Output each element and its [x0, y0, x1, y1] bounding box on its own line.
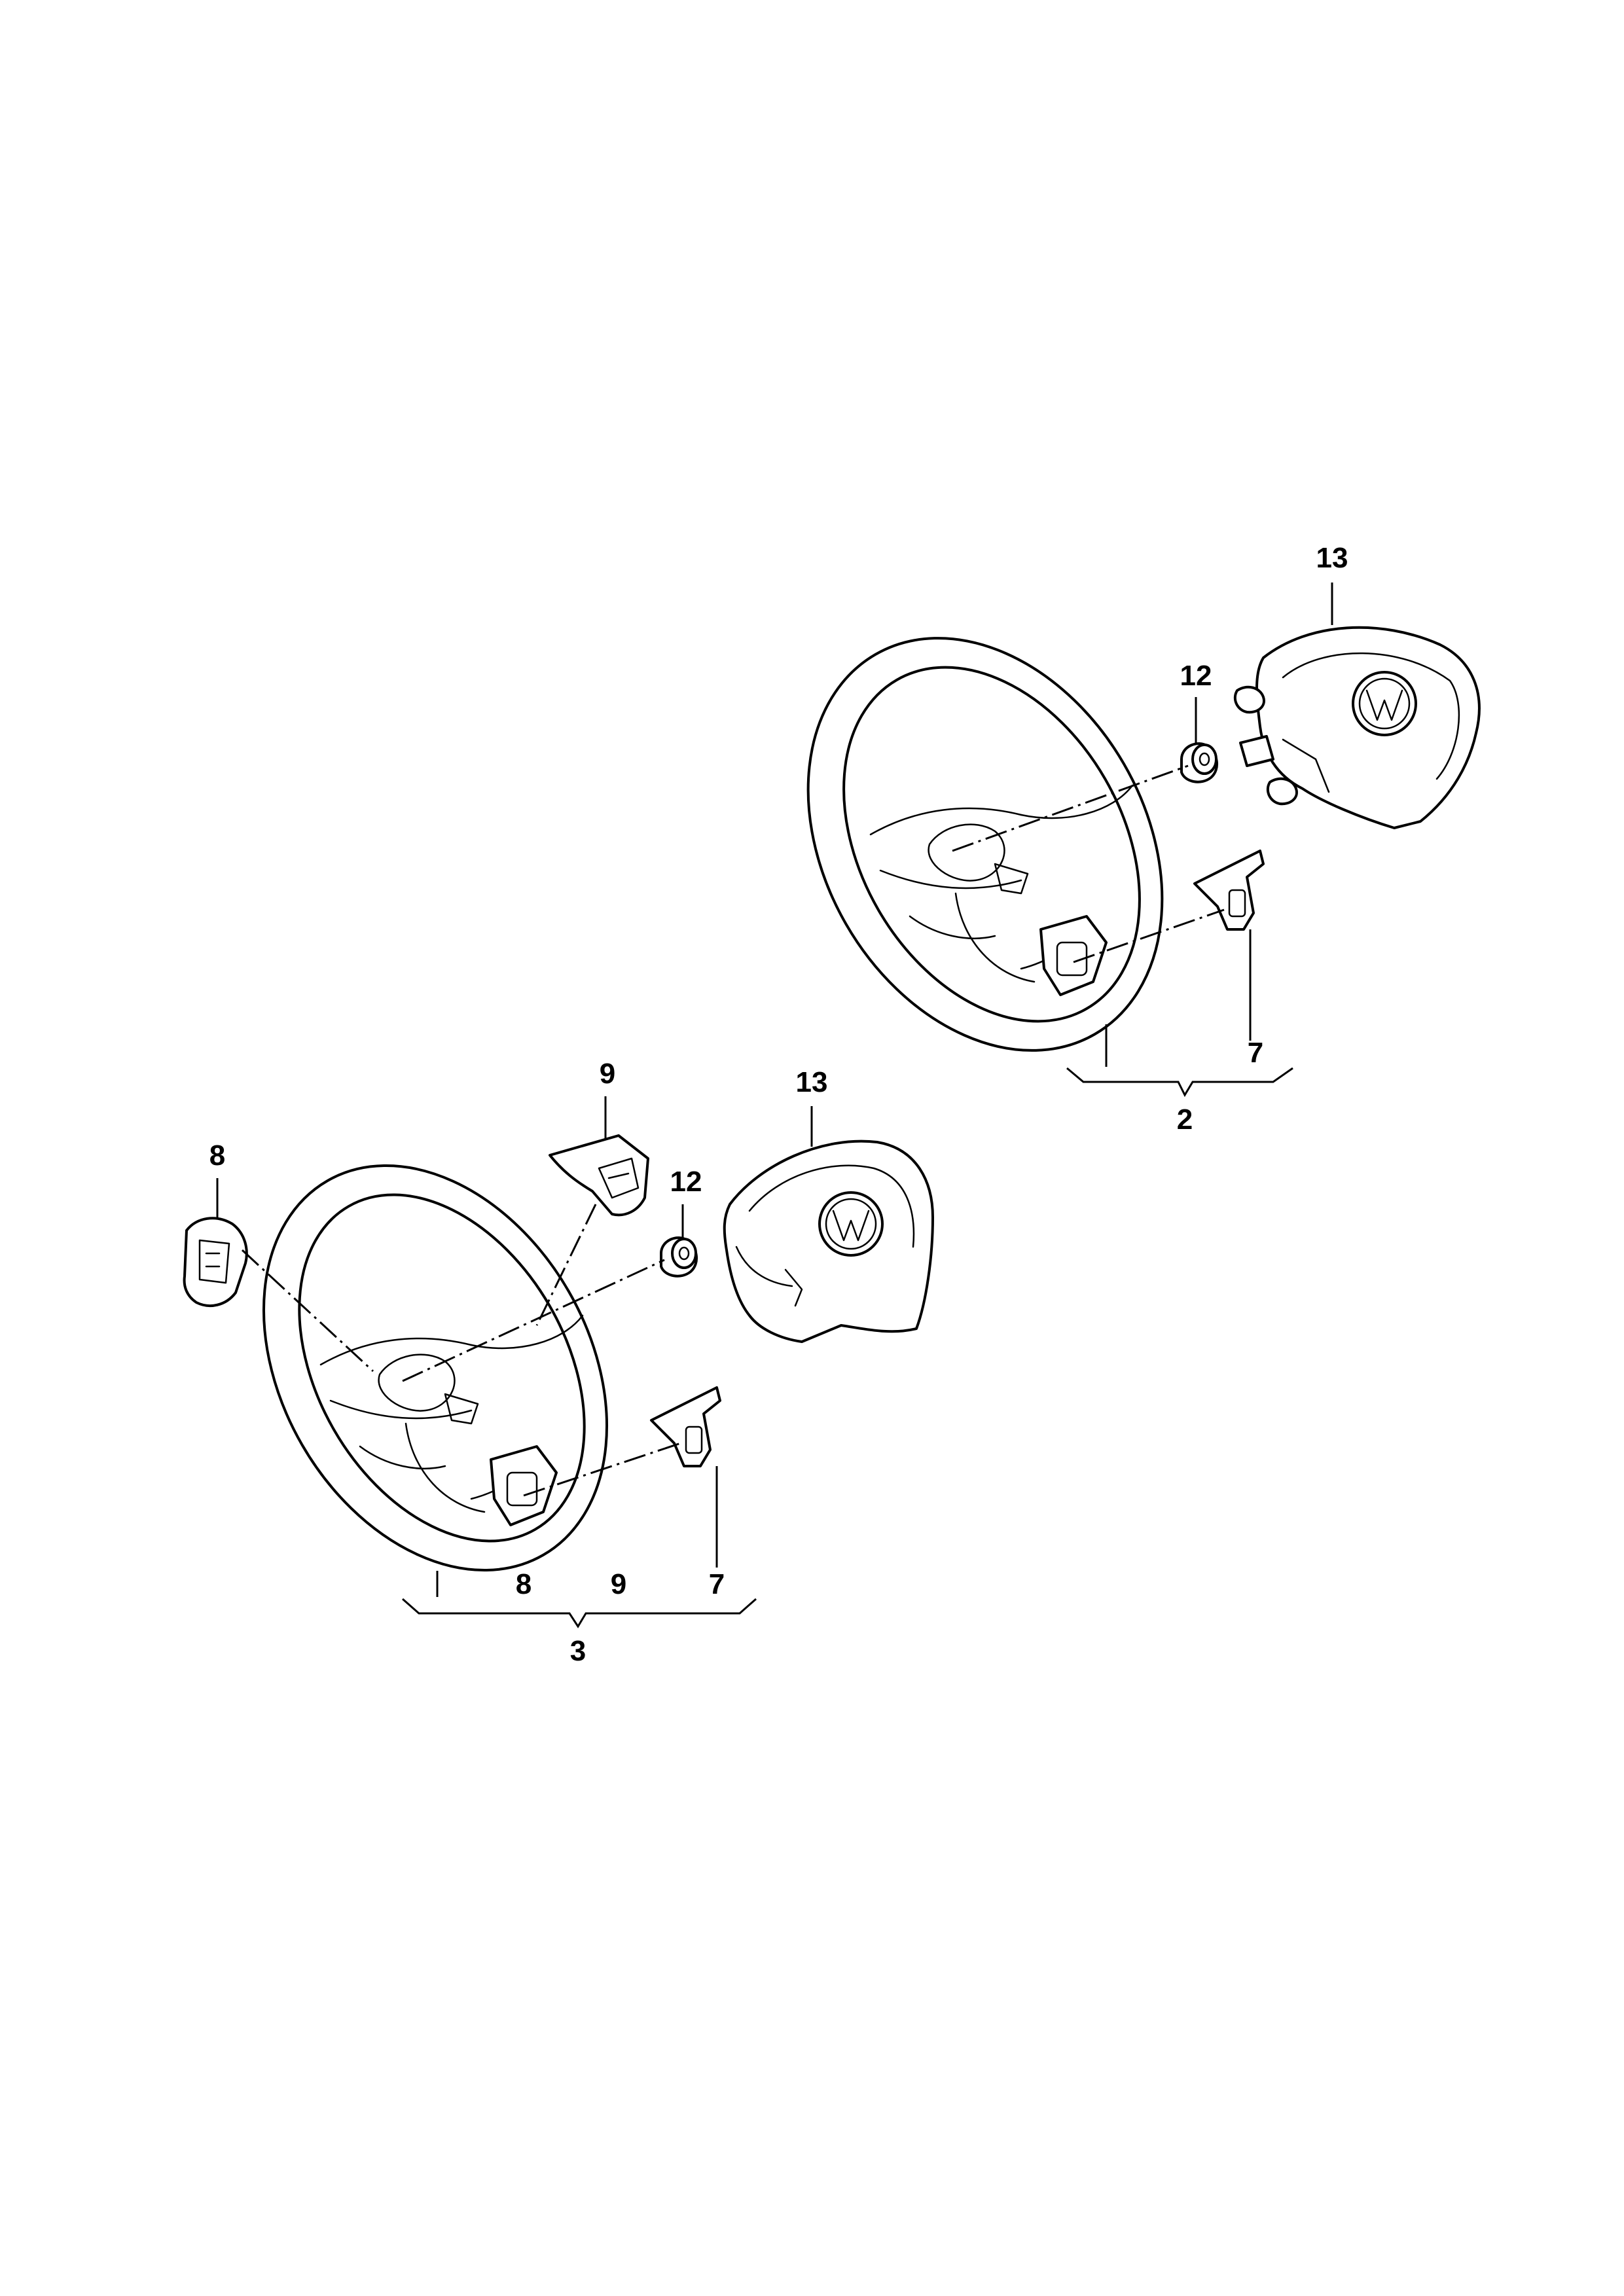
bolt-upper [1180, 742, 1218, 783]
leader-wheel-bolt-lower [402, 1259, 665, 1382]
leader-wheel-bolt-upper [952, 764, 1189, 852]
steering-wheel-lower [262, 1164, 608, 1572]
airbag-module-lower [723, 1139, 934, 1343]
callout-group-item-7: 7 [709, 1568, 725, 1600]
bolt-lower [660, 1236, 698, 1278]
lower-assembly: 8 9 12 13 8 9 7 3 [183, 1058, 934, 1667]
trim-cover-upper [1193, 850, 1265, 931]
switch-right-9 [549, 1134, 649, 1217]
callout-12-lower: 12 [670, 1166, 702, 1198]
callout-8: 8 [209, 1139, 225, 1172]
callout-3-group: 3 [570, 1635, 586, 1667]
steering-wheel-upper [806, 637, 1164, 1052]
callout-group-item-9: 9 [611, 1568, 626, 1600]
group-bracket-upper [1066, 1067, 1293, 1098]
callout-group-item-8: 8 [516, 1568, 532, 1600]
callout-9: 9 [600, 1058, 615, 1090]
leader-switch8-wheel [241, 1249, 374, 1372]
group-bracket-lower [402, 1598, 757, 1628]
leader-wheel-trim-lower [523, 1442, 681, 1497]
upper-assembly: 13 12 7 2 [806, 542, 1481, 1136]
callout-13-lower: 13 [796, 1066, 828, 1098]
leader-wheel-trim-upper [1073, 908, 1225, 963]
airbag-module-upper [1233, 626, 1481, 829]
trim-cover-lower [650, 1386, 721, 1467]
callout-2-group: 2 [1177, 1103, 1193, 1136]
callout-13-upper: 13 [1316, 542, 1348, 574]
callout-7-upper: 7 [1248, 1037, 1263, 1069]
switch-left-8 [183, 1217, 248, 1307]
callout-12-upper: 12 [1180, 660, 1212, 692]
leader-switch9-wheel [535, 1204, 597, 1326]
